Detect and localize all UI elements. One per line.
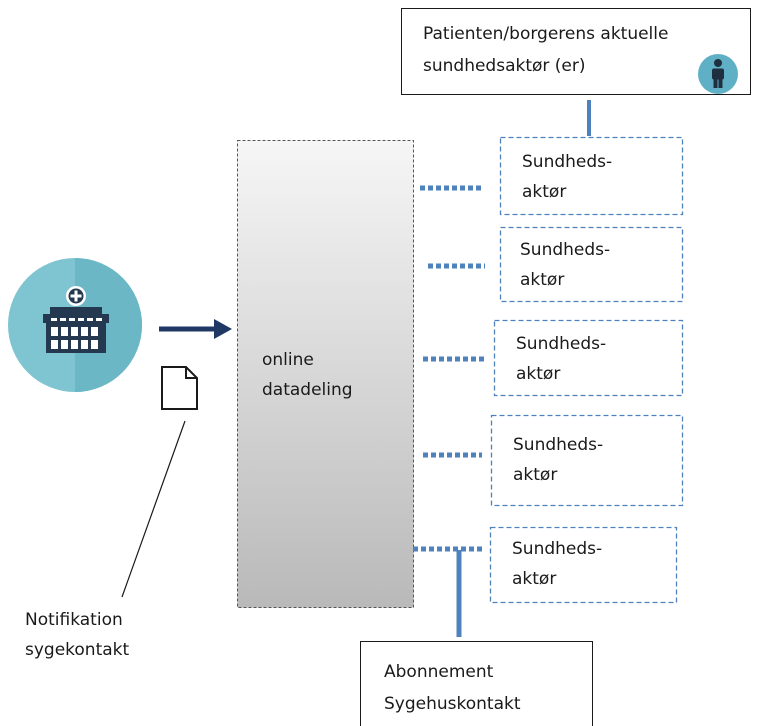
actor-box-5 — [489, 526, 678, 604]
hospital-icon — [8, 258, 142, 392]
patient-box — [401, 8, 751, 95]
subscription-box-line-2: Sygehuskontakt — [384, 694, 521, 714]
central-box — [237, 140, 414, 608]
actor-box-5-line-2: aktør — [512, 569, 557, 589]
person-icon — [698, 54, 738, 94]
actor-box-2 — [499, 226, 684, 303]
actor-box-2-line-1: Sundheds- — [520, 240, 611, 260]
actor-box-1 — [499, 136, 684, 216]
subscription-box-line-1: Abonnement — [384, 662, 494, 682]
actor-box-3-line-2: aktør — [516, 364, 561, 384]
actor-box-3-line-1: Sundheds- — [516, 334, 607, 354]
notification-label-line-1: Notifikation — [25, 610, 123, 630]
subscription-box — [360, 641, 593, 726]
actor-box-4-line-1: Sundheds- — [513, 435, 604, 455]
actor-box-3 — [493, 319, 684, 397]
document-icon — [161, 366, 198, 410]
patient-box-line-1: Patienten/borgerens aktuelle — [423, 24, 669, 44]
actor-box-2-line-2: aktør — [520, 270, 565, 290]
central-box-line-1: online — [262, 350, 314, 370]
patient-box-line-2: sundhedsaktør (er) — [423, 56, 586, 76]
actor-box-4-line-2: aktør — [513, 465, 558, 485]
notification-label-line-2: sygekontakt — [25, 640, 130, 660]
actor-box-1-line-2: aktør — [522, 182, 567, 202]
flow-arrow-head — [214, 319, 232, 339]
notification-callout-line — [121, 420, 186, 598]
central-box-line-2: datadeling — [262, 380, 353, 400]
actor-box-1-line-1: Sundheds- — [522, 152, 613, 172]
actor-box-5-line-1: Sundheds- — [512, 539, 603, 559]
actor-box-4 — [490, 414, 684, 507]
